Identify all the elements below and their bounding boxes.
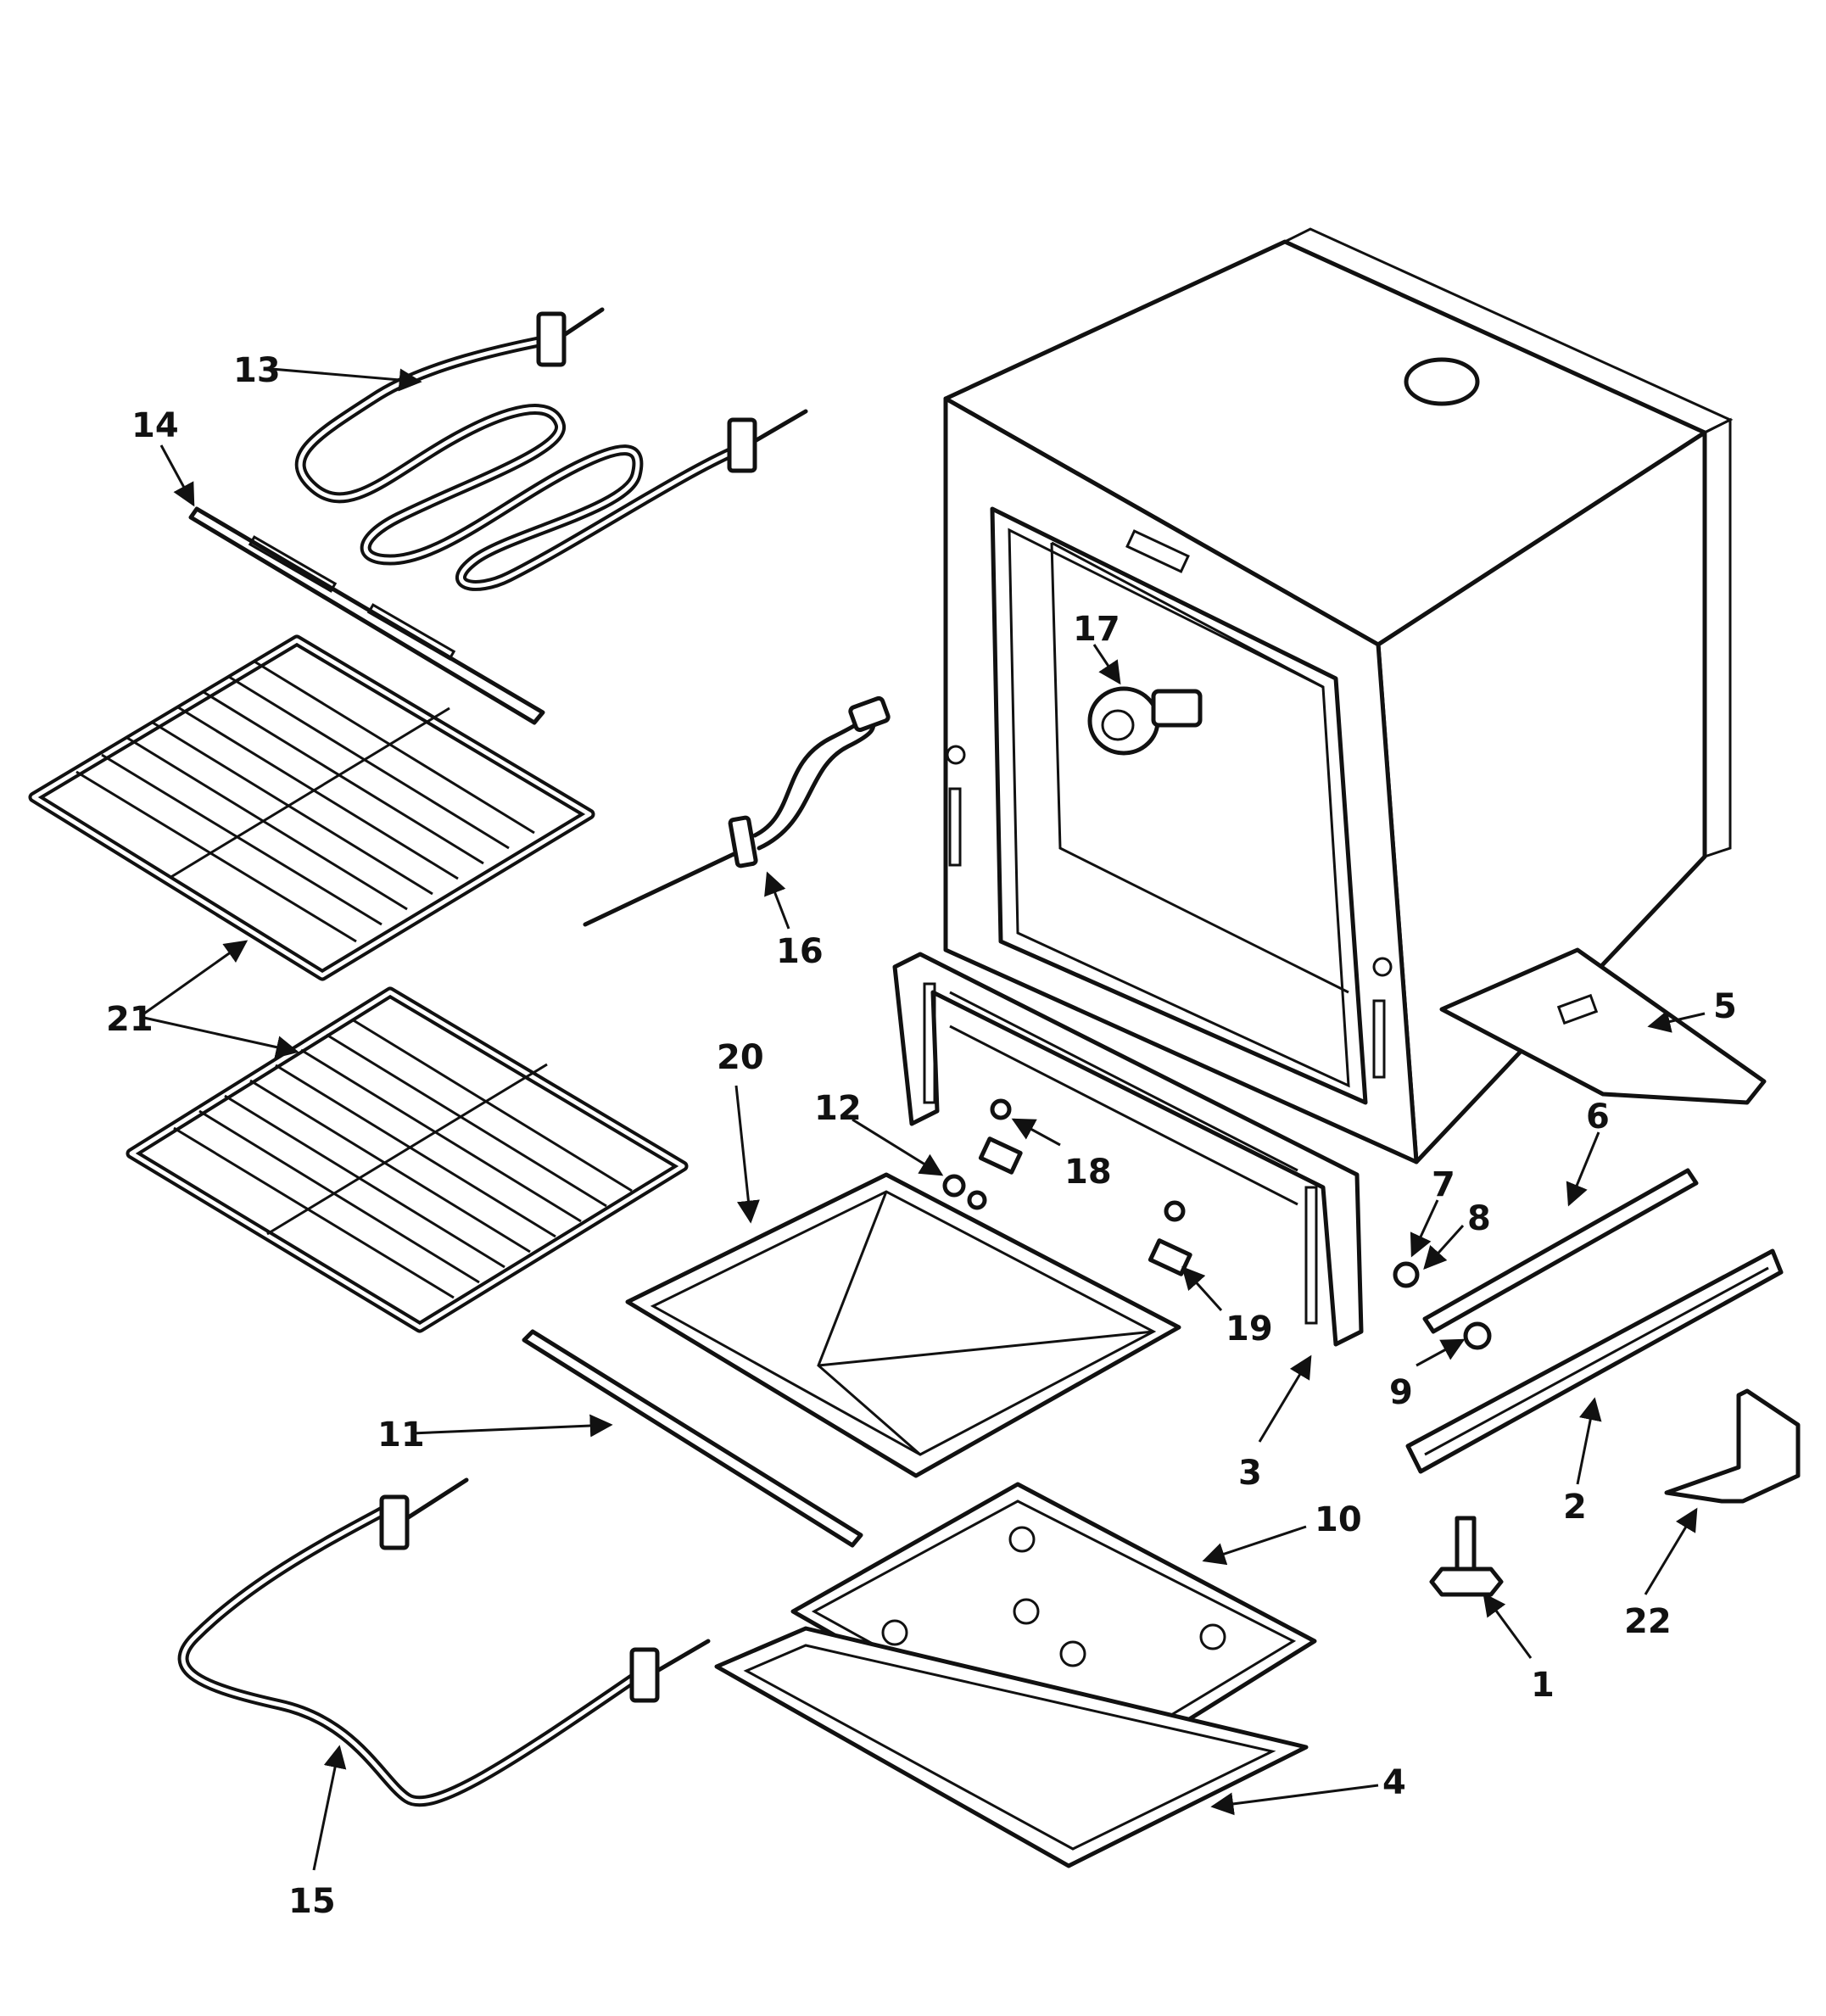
leader-3: [1258, 1354, 1312, 1443]
callout-13: 13: [233, 351, 281, 390]
callout-12: 12: [814, 1089, 862, 1128]
leader-19: [1181, 1265, 1223, 1312]
callout-3: 3: [1238, 1454, 1262, 1493]
leader-18: [1011, 1118, 1061, 1147]
temperature-sensor-part: [583, 695, 891, 927]
callout-19: 19: [1226, 1310, 1273, 1349]
leader-22: [1644, 1507, 1698, 1595]
callout-9: 9: [1389, 1373, 1413, 1412]
callout-8: 8: [1467, 1199, 1491, 1238]
leader-10: [1202, 1525, 1307, 1566]
leveling-leg-part: [1429, 1516, 1504, 1597]
leader-21b: [143, 1016, 299, 1058]
callout-7: 7: [1432, 1165, 1455, 1204]
leader-2: [1576, 1397, 1602, 1485]
callout-5: 5: [1713, 987, 1737, 1026]
broil-element-part: [294, 307, 808, 591]
broil-pan-insert-part: [714, 1626, 1309, 1868]
leader-lines: [143, 367, 1706, 1871]
corner-bracket-part: [1664, 1388, 1801, 1504]
trim-strip-part: [522, 1329, 863, 1548]
element-shield-strip-part: [188, 506, 545, 725]
callout-15: 15: [288, 1882, 336, 1921]
callout-17: 17: [1073, 610, 1120, 649]
leader-9: [1416, 1338, 1466, 1367]
leader-1: [1483, 1592, 1533, 1659]
callout-22: 22: [1624, 1602, 1672, 1641]
side-rail-upper-part: [1422, 1168, 1699, 1334]
screw-clip-hardware-part: [942, 1098, 1192, 1276]
leader-21a: [143, 940, 248, 1015]
cavity-support-bracket-part: [1439, 947, 1767, 1105]
callout-4: 4: [1382, 1763, 1406, 1802]
oven-light-socket-part: [1087, 686, 1203, 756]
callout-6: 6: [1586, 1097, 1610, 1136]
leader-14: [159, 444, 195, 507]
callout-2: 2: [1563, 1488, 1587, 1527]
leader-12: [852, 1118, 944, 1176]
leader-7: [1410, 1199, 1439, 1258]
leader-4: [1210, 1784, 1379, 1816]
side-rail-lower-part: [1405, 1248, 1784, 1474]
callout-11: 11: [377, 1416, 425, 1455]
callout-20: 20: [717, 1038, 764, 1077]
bake-element-part: [177, 1477, 711, 1807]
callout-10: 10: [1315, 1500, 1362, 1539]
leader-15: [312, 1745, 347, 1871]
drawer-frame-part: [625, 1172, 1181, 1478]
leader-5: [1647, 1010, 1706, 1033]
callout-labels: 13 14 17 16 5 21 20 12 18 6 7 8 19 9 3 1…: [106, 351, 1737, 1921]
leader-6: [1566, 1131, 1600, 1207]
callout-14: 14: [131, 406, 179, 445]
oven-cavity-part: [943, 227, 1734, 1164]
leader-20: [734, 1085, 760, 1224]
leader-13: [271, 367, 422, 392]
leader-8: [1423, 1224, 1465, 1270]
leader-17: [1092, 644, 1121, 685]
callout-18: 18: [1064, 1153, 1112, 1192]
oven-rack-upper-part: [28, 634, 595, 981]
callout-1: 1: [1531, 1666, 1555, 1705]
leader-11: [410, 1414, 613, 1438]
hardware-nut-part: [1393, 1261, 1492, 1350]
leader-16: [764, 871, 790, 930]
callout-16: 16: [776, 932, 824, 971]
oven-rack-lower-part: [126, 986, 689, 1333]
front-frame-part: [892, 952, 1364, 1347]
callout-21: 21: [106, 1000, 154, 1039]
